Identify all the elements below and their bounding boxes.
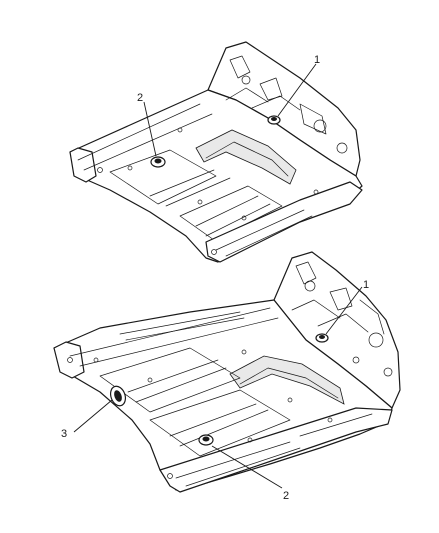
callout-top-1: 1 [314,54,320,66]
callout-top-2: 2 [137,92,143,104]
callout-bottom-3: 3 [61,428,67,440]
callout-bottom-2: 2 [283,490,289,502]
bottom-floor-pan [53,251,401,493]
callout-bottom-1: 1 [363,279,369,291]
top-floor-pan [69,41,363,263]
